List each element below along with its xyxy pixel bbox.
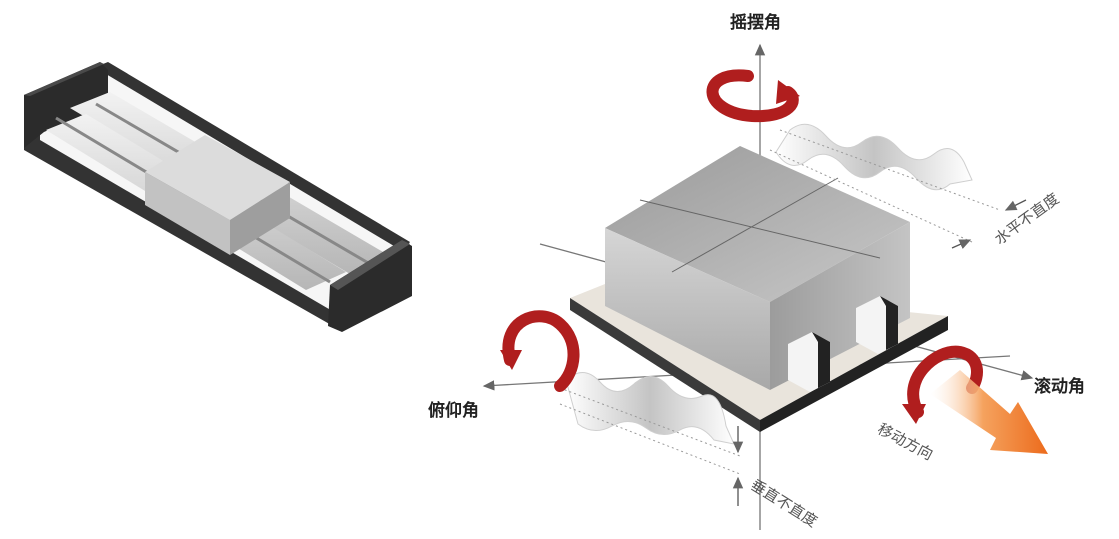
carriage-block bbox=[605, 146, 910, 392]
stage-end-block-right bbox=[328, 240, 412, 332]
linear-stage-illustration bbox=[24, 62, 412, 332]
yaw-label: 摇摆角 bbox=[730, 13, 781, 32]
stage-carriage bbox=[145, 135, 290, 220]
pitch-rotation-arrow bbox=[500, 310, 580, 392]
yaw-rotation-arrow bbox=[706, 69, 800, 123]
vertical-straightness-wave bbox=[559, 372, 744, 506]
horizontal-straightness-wave bbox=[769, 123, 1027, 249]
movement-direction-arrow bbox=[930, 370, 1048, 454]
pitch-label: 俯仰角 bbox=[428, 401, 479, 420]
roll-rotation-arrow bbox=[902, 345, 983, 424]
stage-end-block-left bbox=[24, 62, 108, 148]
roll-label: 滚动角 bbox=[1034, 377, 1085, 396]
